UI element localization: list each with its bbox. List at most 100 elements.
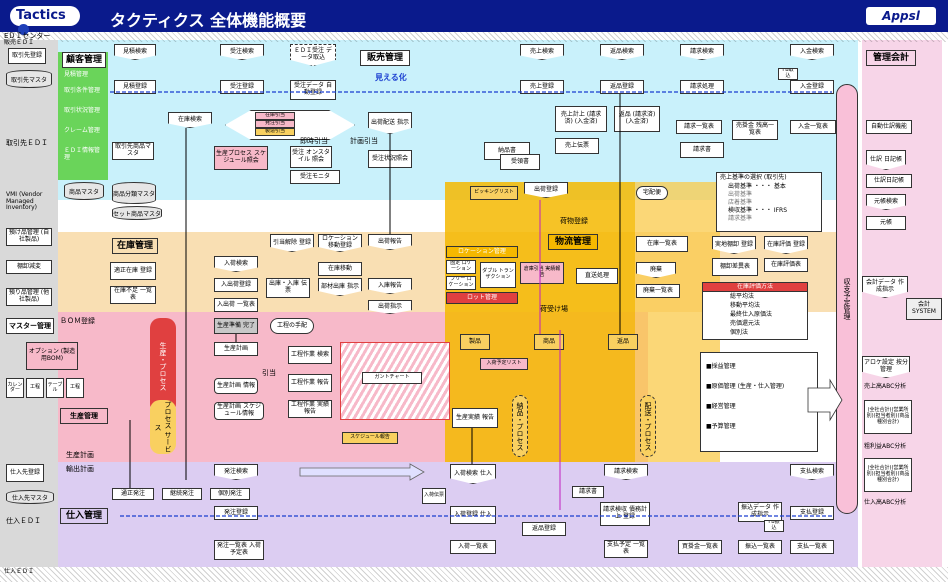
stock-eval[interactable]: 在庫評価 登録 [764, 236, 808, 254]
pay-search-2[interactable]: 支払検索 [790, 464, 834, 480]
sales-reg[interactable]: 売上登録 [520, 80, 564, 94]
delivery-reg[interactable]: 宅配便 [636, 186, 668, 200]
inout-reg[interactable]: 入出荷登録 [214, 278, 258, 292]
table-master[interactable]: テーブル [46, 378, 64, 398]
quote-reg[interactable]: 見積登録 [114, 80, 156, 94]
fb-import[interactable]: FB取込 [778, 68, 798, 80]
prod-plan[interactable]: 生産計画 [214, 342, 258, 356]
acc-item-6[interactable]: 会計データ 作成指示 [862, 276, 908, 298]
double-trans[interactable]: ダブル トランザクション [480, 262, 516, 288]
payment-search[interactable]: 入金検索 [790, 44, 834, 60]
return-search[interactable]: 返品検索 [600, 44, 644, 60]
waste-list: 廃棄一覧表 [636, 284, 680, 298]
stock-list[interactable]: 適正在庫 登録 [110, 262, 156, 280]
reserve-stock[interactable]: 在庫引当 [255, 112, 295, 120]
option-bom[interactable]: オプション (製造用BOM) [26, 342, 78, 370]
acc-item-4[interactable]: 元帳検索 [866, 194, 906, 210]
arrival-reg[interactable]: 入荷登録 仕入 [450, 506, 496, 524]
customer-reg[interactable]: 取引先登録 [8, 48, 46, 64]
bom-reg[interactable]: ＢＯＭ登録 [60, 317, 95, 325]
order-reg[interactable]: 受注登録 [220, 80, 264, 94]
fb-transfer[interactable]: FB振込 [764, 520, 784, 532]
pay-check[interactable]: 請求検収 債務計上 登録 [600, 502, 650, 526]
cost-title: 在庫評価方法 [702, 282, 808, 292]
sales-search[interactable]: 売上検索 [520, 44, 564, 60]
pay-search[interactable]: 請求検索 [604, 464, 648, 480]
customer-item-5[interactable]: ＥＤＩ情報管理 [64, 147, 101, 161]
acc-item-2[interactable]: 仕訳 日記帳 [866, 150, 906, 170]
real-shelf[interactable]: 実地棚卸 登録 [712, 236, 756, 254]
customer-item-3[interactable]: 取引状況管理 [64, 107, 101, 114]
process-master-2[interactable]: 工程 [66, 378, 84, 398]
sales-calc: 売上計上 (請求済) (入金済) [555, 106, 607, 132]
supplier-reg[interactable]: 仕入先登録 [6, 464, 44, 482]
consign-in[interactable]: 預り品管理 (他社製品) [6, 288, 52, 306]
free-loc[interactable]: フリー ロケーション [446, 276, 476, 290]
result-report[interactable]: 生産実績 報告 [452, 408, 498, 428]
trade-item-master[interactable]: 取引先商品マスタ [112, 142, 154, 160]
payment-data[interactable]: 振込データ 作成指示 [738, 502, 782, 522]
order-onstyle[interactable]: 受注 オンスタイル 照会 [290, 146, 332, 168]
proc-line[interactable]: 工程の手配 [270, 318, 314, 334]
stock-move[interactable]: 在庫移動 [318, 262, 362, 276]
picking-list[interactable]: ピッキングリスト [470, 186, 518, 200]
vmi-label: VMI (Vendor Managed Inventory) [6, 191, 43, 212]
invoice-proc[interactable]: 請求処理 [680, 80, 724, 94]
abc-item-1[interactable]: アロケ設定 按分管理 [862, 356, 910, 378]
payment-reg[interactable]: 入金登録 [790, 80, 834, 94]
in-search[interactable]: 入荷検索 [214, 256, 258, 272]
prod-process-query[interactable]: 生産プロセス スケジュール照会 [214, 146, 268, 170]
gantt-chart[interactable]: ガントチャート [362, 372, 422, 384]
quote-search[interactable]: 見積検索 [114, 44, 156, 60]
order-search[interactable]: 受注検索 [220, 44, 264, 60]
customer-item-2[interactable]: 取引条件管理 [64, 87, 101, 94]
parts-out[interactable]: 部材出庫 指示 [318, 278, 362, 296]
loc-mgmt[interactable]: ロケーション管理 [446, 246, 518, 258]
stamp-label: 荷物登録 [560, 217, 588, 225]
loc-move[interactable]: ロケーション 移動登録 [318, 234, 362, 252]
ship-instr[interactable]: 出荷指示 [368, 300, 412, 314]
payment-list: 入金一覧表 [790, 120, 836, 134]
reserve-release[interactable]: 引当解除 登録 [270, 234, 314, 252]
proc-achieve[interactable]: 工程作業 報告 [288, 374, 332, 392]
consign-mgmt[interactable]: 預け品管理 (自社製品) [6, 228, 52, 246]
normal-order[interactable]: 通正発注 [112, 488, 154, 500]
actual-pay: 買掛金一覧表 [678, 540, 722, 554]
customer-item-4[interactable]: クレーム管理 [64, 127, 100, 134]
warehouse-reserve[interactable]: 倉庫引当 実績報告 [520, 262, 564, 284]
reserve-order[interactable]: 発注引当 [255, 120, 295, 128]
mgmt-item-3: ■経営管理 [706, 403, 736, 410]
in-list: 入出荷 一覧表 [214, 298, 258, 312]
edi-center-label: EＤＩセンター [4, 32, 51, 40]
shelf-change[interactable]: 棚卸減変 [6, 260, 52, 274]
continuous-order[interactable]: 継続発注 [162, 488, 202, 500]
order-search-p[interactable]: 発注検索 [214, 464, 258, 480]
proc-search[interactable]: 工程作業 検索 [288, 346, 332, 364]
ship-reg[interactable]: 出荷登録 [524, 182, 568, 198]
return-reg[interactable]: 返品登録 [600, 80, 644, 94]
invoice-search[interactable]: 請求検索 [680, 44, 724, 60]
ship-report[interactable]: 出荷報告 [368, 234, 412, 250]
fixed-loc[interactable]: 固定 ロケーション [446, 260, 476, 274]
calendar-master[interactable]: カレンダー [6, 378, 24, 398]
order-monitor[interactable]: 受注モニタ [290, 170, 340, 184]
lot-mgmt[interactable]: ロット管理 [446, 292, 518, 304]
in-report[interactable]: 入庫報告 [368, 278, 412, 294]
sales-slip: 売上伝票 [555, 138, 599, 154]
waste[interactable]: 廃棄 [636, 262, 676, 278]
edi-order[interactable]: ＥＤＩ受注 データ取込 [290, 44, 336, 66]
direct-proc[interactable]: 直送処理 [576, 268, 618, 284]
process-master[interactable]: 工程 [26, 378, 44, 398]
reserve-prod[interactable]: 製造引当 [255, 128, 295, 136]
order-auto[interactable]: 受注データ 自動登録 [290, 80, 336, 100]
stock-search[interactable]: 在庫検索 [168, 112, 212, 128]
proc-report[interactable]: 工程作業 実績報告 [288, 400, 332, 418]
prod-plan-left: 生産計画 [66, 451, 94, 459]
logo-text: Tactics [16, 8, 66, 23]
acc-item-1[interactable]: 自動仕訳機能 [866, 120, 912, 134]
arrival-search[interactable]: 入荷検索 仕入 [450, 464, 496, 484]
individual-order[interactable]: 個別発注 [210, 488, 250, 500]
purchase-return[interactable]: 返品登録 [522, 522, 566, 536]
customer-item-1[interactable]: 見積管理 [64, 71, 89, 78]
ship-request[interactable]: 出荷配送 指示 [368, 112, 412, 134]
